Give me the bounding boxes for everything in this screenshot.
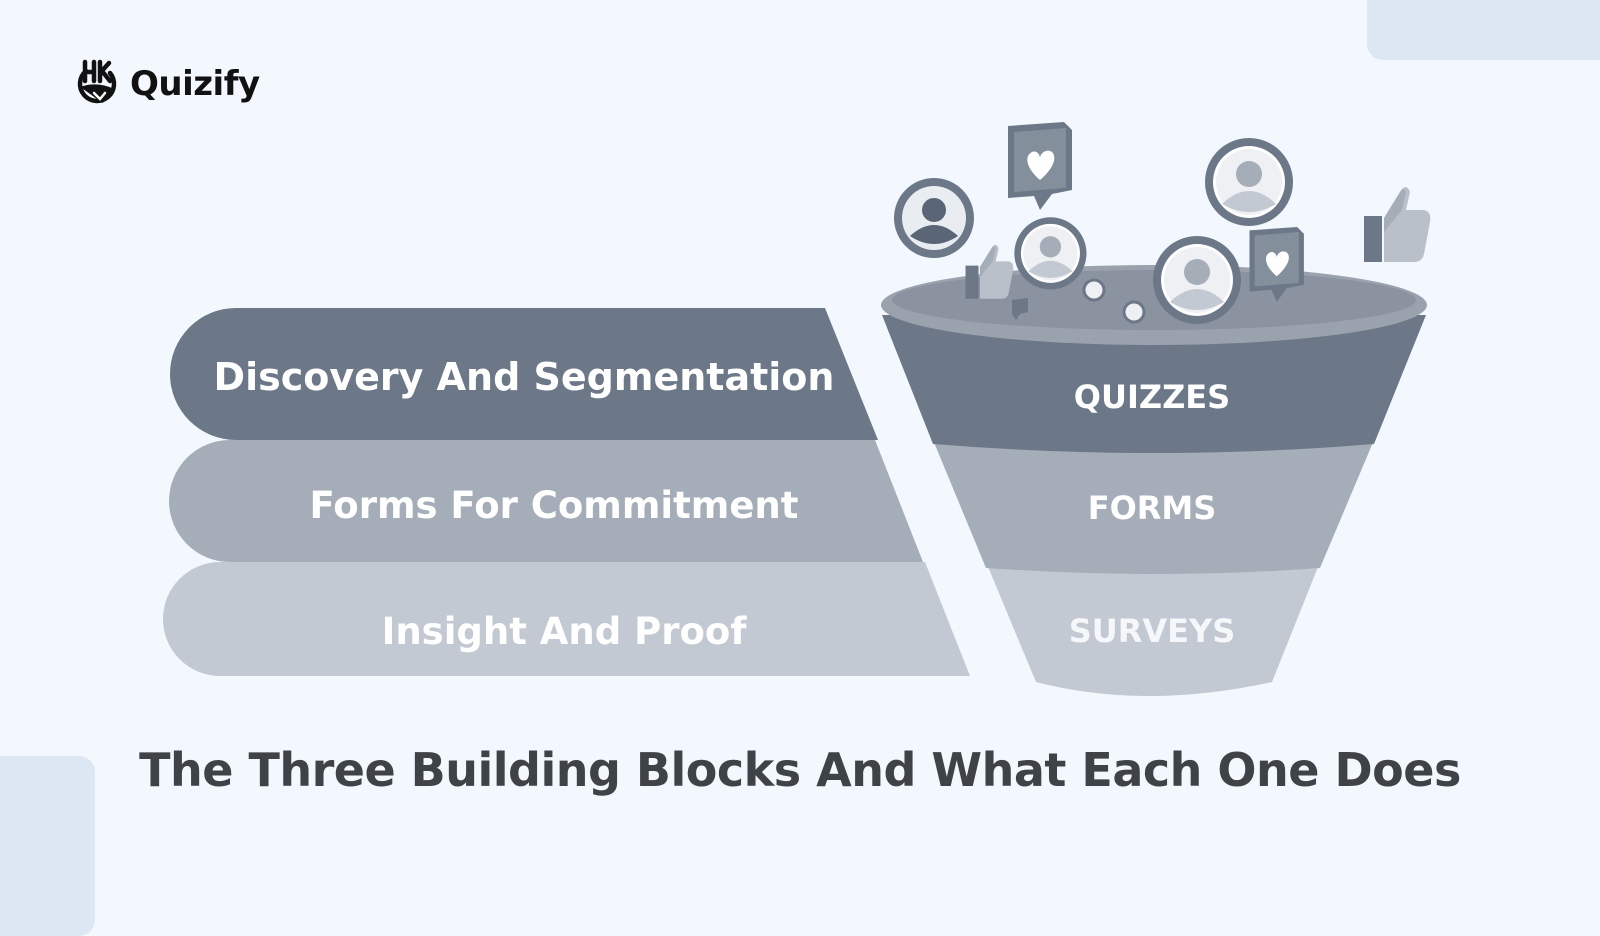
chat-heart-icon bbox=[1012, 298, 1028, 320]
funnel-label-quizzes: QUIZZES bbox=[1073, 378, 1231, 416]
quizify-logo-icon bbox=[77, 59, 117, 104]
building-blocks-diagram bbox=[163, 122, 1431, 696]
band-label-forms: Forms For Commitment bbox=[309, 484, 799, 527]
funnel-section-forms bbox=[933, 440, 1374, 574]
user-avatar-icon bbox=[1205, 138, 1293, 226]
thumbs-up-icon bbox=[965, 244, 1014, 299]
funnel-section-surveys bbox=[986, 562, 1320, 692]
corner-decoration-bottom-left bbox=[0, 756, 95, 936]
funnel-tip bbox=[1036, 676, 1272, 696]
funnel-label-forms: FORMS bbox=[1087, 489, 1217, 527]
user-avatar-icon bbox=[1014, 217, 1087, 290]
band-insight-and-proof bbox=[163, 562, 970, 676]
brand[interactable]: Quizify bbox=[72, 59, 260, 109]
band-label-discovery: Discovery And Segmentation bbox=[213, 355, 835, 399]
user-avatar-icon bbox=[1153, 236, 1241, 324]
band-discovery-and-segmentation bbox=[170, 308, 878, 440]
corner-decoration-top-right bbox=[1367, 0, 1600, 60]
user-avatar-icon bbox=[894, 178, 974, 258]
funnel-label-surveys: SURVEYS bbox=[1068, 612, 1236, 650]
band-label-insight: Insight And Proof bbox=[381, 610, 747, 653]
user-avatar-icon bbox=[1122, 300, 1146, 324]
page-title: The Three Building Blocks And What Each … bbox=[139, 743, 1461, 797]
funnel-section-quizzes bbox=[882, 315, 1426, 453]
thumbs-up-icon bbox=[1364, 187, 1431, 262]
user-avatar-icon bbox=[1082, 278, 1106, 302]
band-forms-for-commitment bbox=[169, 440, 923, 562]
chat-heart-icon bbox=[1008, 122, 1072, 210]
brand-name: Quizify bbox=[130, 64, 260, 104]
